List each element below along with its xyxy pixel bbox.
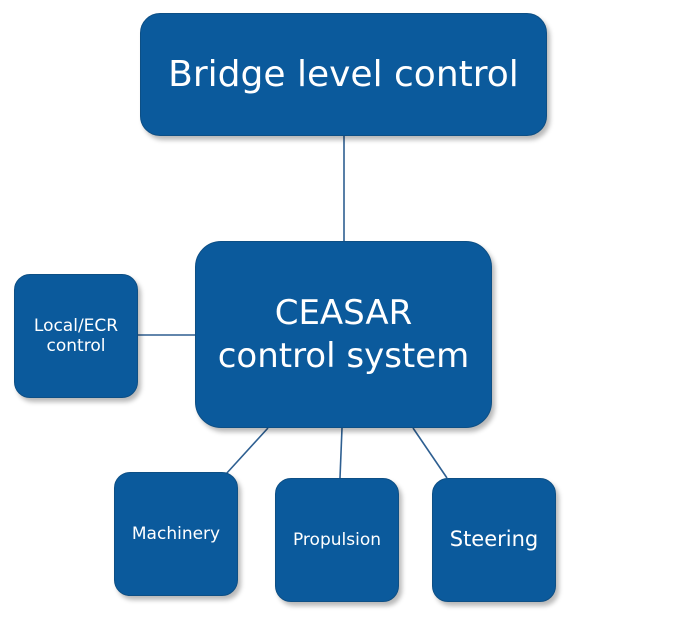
local-ecr-control-node: Local/ECR control <box>14 274 138 398</box>
propulsion-label: Propulsion <box>292 529 381 550</box>
edge-ceasar-steering <box>412 427 448 479</box>
steering-node: Steering <box>432 478 556 602</box>
local-ecr-control-label: Local/ECR control <box>33 315 119 356</box>
edge-ceasar-propulsion <box>339 427 343 479</box>
propulsion-node: Propulsion <box>275 478 399 602</box>
ceasar-control-system-node: CEASAR control system <box>195 241 492 428</box>
bridge-level-control-node: Bridge level control <box>140 13 547 136</box>
edge-ceasar-machinery <box>225 427 269 475</box>
ceasar-control-system-label: CEASAR control system <box>217 293 470 376</box>
bridge-level-control-label: Bridge level control <box>168 53 519 95</box>
machinery-label: Machinery <box>131 523 221 544</box>
steering-label: Steering <box>449 527 539 552</box>
machinery-node: Machinery <box>114 472 238 596</box>
